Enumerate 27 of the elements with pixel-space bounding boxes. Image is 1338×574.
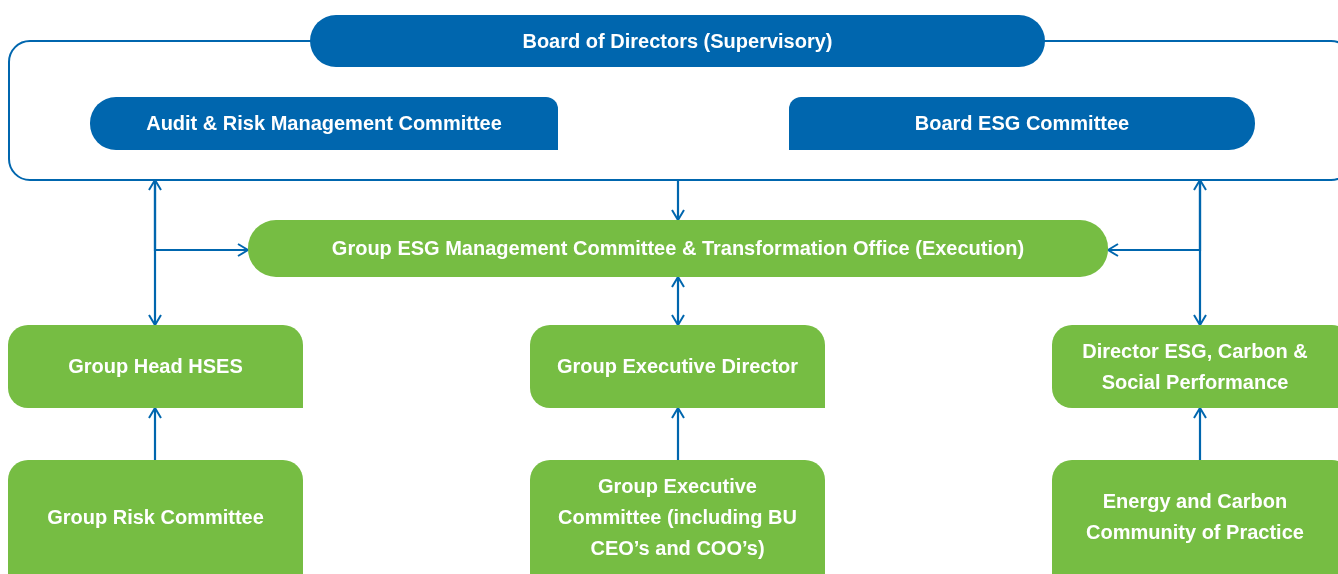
rounded-box [8, 325, 303, 408]
box-label: Group Executive Committee (including BU CEO’s and COO’s) [557, 473, 798, 561]
rounded-box [248, 220, 1108, 277]
arrow [1193, 179, 1207, 326]
arrow [1193, 407, 1207, 460]
box-label: Board of Directors (Supervisory) [522, 28, 833, 54]
box-label: Group ESG Management Committee & Transformation Office (Execution) [331, 236, 1025, 261]
arrow [148, 407, 162, 460]
rounded-box [530, 325, 825, 408]
box-label: Audit & Risk Management Committee [146, 111, 502, 136]
box-label: Director ESG, Carbon & Social Performance [1081, 338, 1309, 395]
arrow [671, 407, 685, 460]
box-label: Energy and Carbon Community of Practice [1085, 489, 1305, 545]
arrow [671, 276, 685, 326]
box-label: Board ESG Committee [914, 111, 1130, 136]
box-label: Group Head HSES [68, 354, 243, 379]
rounded-box [1052, 325, 1338, 408]
rounded-box [530, 460, 825, 574]
rounded-box [310, 15, 1045, 67]
box-label: Group Executive Director [556, 354, 799, 379]
arrow [671, 180, 685, 221]
rounded-box [90, 97, 558, 150]
box-label: Group Risk Committee [47, 504, 264, 530]
rounded-box [1052, 460, 1338, 574]
rounded-box [789, 97, 1255, 150]
rounded-box [8, 460, 303, 574]
arrow [148, 179, 162, 326]
